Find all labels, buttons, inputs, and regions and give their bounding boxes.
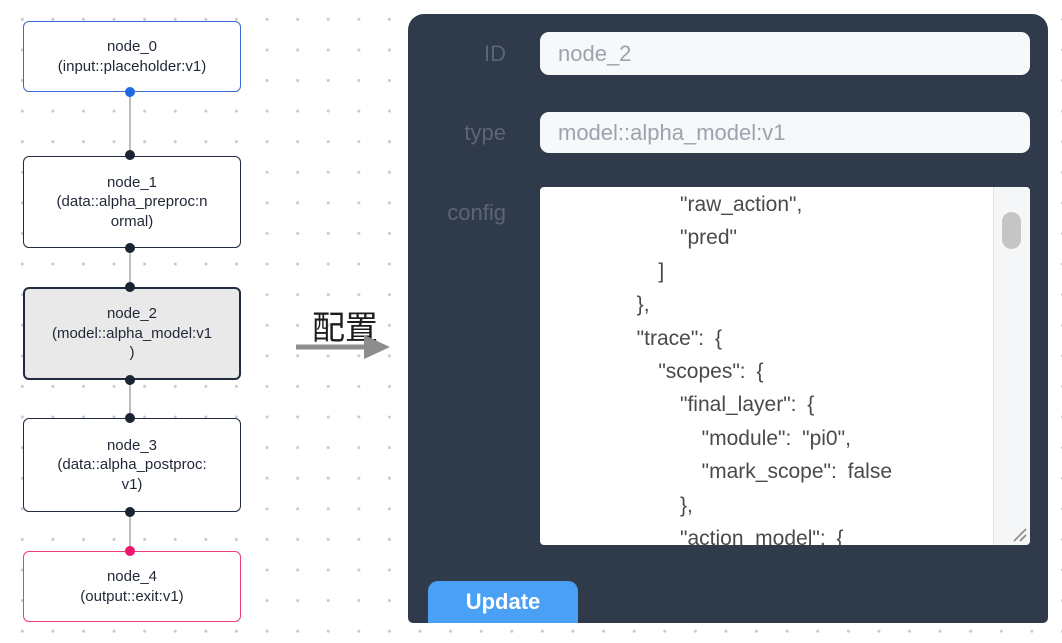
node-type-label: ) <box>129 344 135 362</box>
config-json-text: "raw_action", "pred" ] }, "trace": { "sc… <box>550 188 988 545</box>
node-title: node_3 <box>106 436 158 454</box>
config-line: "action_model": { <box>550 527 844 545</box>
node-type-label: (input::placeholder:v1) <box>57 57 207 75</box>
port-dot-input[interactable] <box>125 413 135 423</box>
node-type-label: v1) <box>121 475 143 493</box>
config-field-label: config <box>447 200 506 225</box>
node-type-label: (data::alpha_preproc:n <box>56 193 208 211</box>
flow-node-node_3[interactable]: node_3 (data::alpha_postproc: v1) <box>23 418 241 512</box>
editor-scrollbar-track[interactable] <box>993 187 1030 545</box>
edge-connector <box>129 248 131 287</box>
node-config-panel: ID type config "raw_action", "pred" ] },… <box>408 14 1048 623</box>
node-title: node_4 <box>106 568 158 585</box>
config-line: "pred" <box>550 226 737 250</box>
editor-scrollbar-thumb[interactable] <box>1002 212 1021 249</box>
flow-node-node_2-selected[interactable]: node_2 (model::alpha_model:v1 ) <box>23 287 241 380</box>
right-arrow-icon <box>296 335 390 359</box>
config-line: }, <box>550 493 693 517</box>
node-type-label: (data::alpha_postproc: <box>57 456 207 474</box>
node-title: node_1 <box>106 173 158 191</box>
config-line: "final_layer": { <box>550 393 815 417</box>
node-type-label: (output::exit:v1) <box>80 587 184 605</box>
node-title: node_2 <box>106 305 158 323</box>
id-input[interactable] <box>540 32 1030 75</box>
config-line: "mark_scope": false <box>550 460 893 484</box>
flow-node-node_1[interactable]: node_1 (data::alpha_preproc:n ormal) <box>23 156 241 248</box>
port-dot-output[interactable] <box>125 507 135 517</box>
config-line: "raw_action", <box>550 193 803 216</box>
port-dot-input[interactable] <box>125 546 135 556</box>
node-title: node_0 <box>106 38 158 55</box>
port-dot-output[interactable] <box>125 375 135 385</box>
edge-connector <box>129 380 131 418</box>
config-line: "module": "pi0", <box>550 426 851 450</box>
port-dot-output[interactable] <box>125 243 135 253</box>
config-line: "scopes": { <box>550 360 764 384</box>
flow-node-node_0[interactable]: node_0 (input::placeholder:v1) <box>23 21 241 92</box>
type-input[interactable] <box>540 112 1030 153</box>
resize-handle-icon[interactable] <box>1010 525 1028 543</box>
edge-connector <box>129 92 131 155</box>
config-line: "trace": { <box>550 326 722 350</box>
port-dot-output[interactable] <box>125 87 135 97</box>
config-line: ] <box>550 259 665 283</box>
node-type-label: ormal) <box>110 212 154 230</box>
id-field-label: ID <box>484 41 506 66</box>
type-field-label: type <box>464 120 506 145</box>
node-type-label: (model::alpha_model:v1 <box>51 324 213 342</box>
port-dot-input[interactable] <box>125 150 135 160</box>
update-button[interactable]: Update <box>428 581 578 623</box>
config-json-editor[interactable]: "raw_action", "pred" ] }, "trace": { "sc… <box>540 187 1030 545</box>
port-dot-input[interactable] <box>125 282 135 292</box>
edge-connector <box>129 512 131 551</box>
config-line: }, <box>550 293 650 317</box>
flow-node-node_4[interactable]: node_4 (output::exit:v1) <box>23 551 241 622</box>
